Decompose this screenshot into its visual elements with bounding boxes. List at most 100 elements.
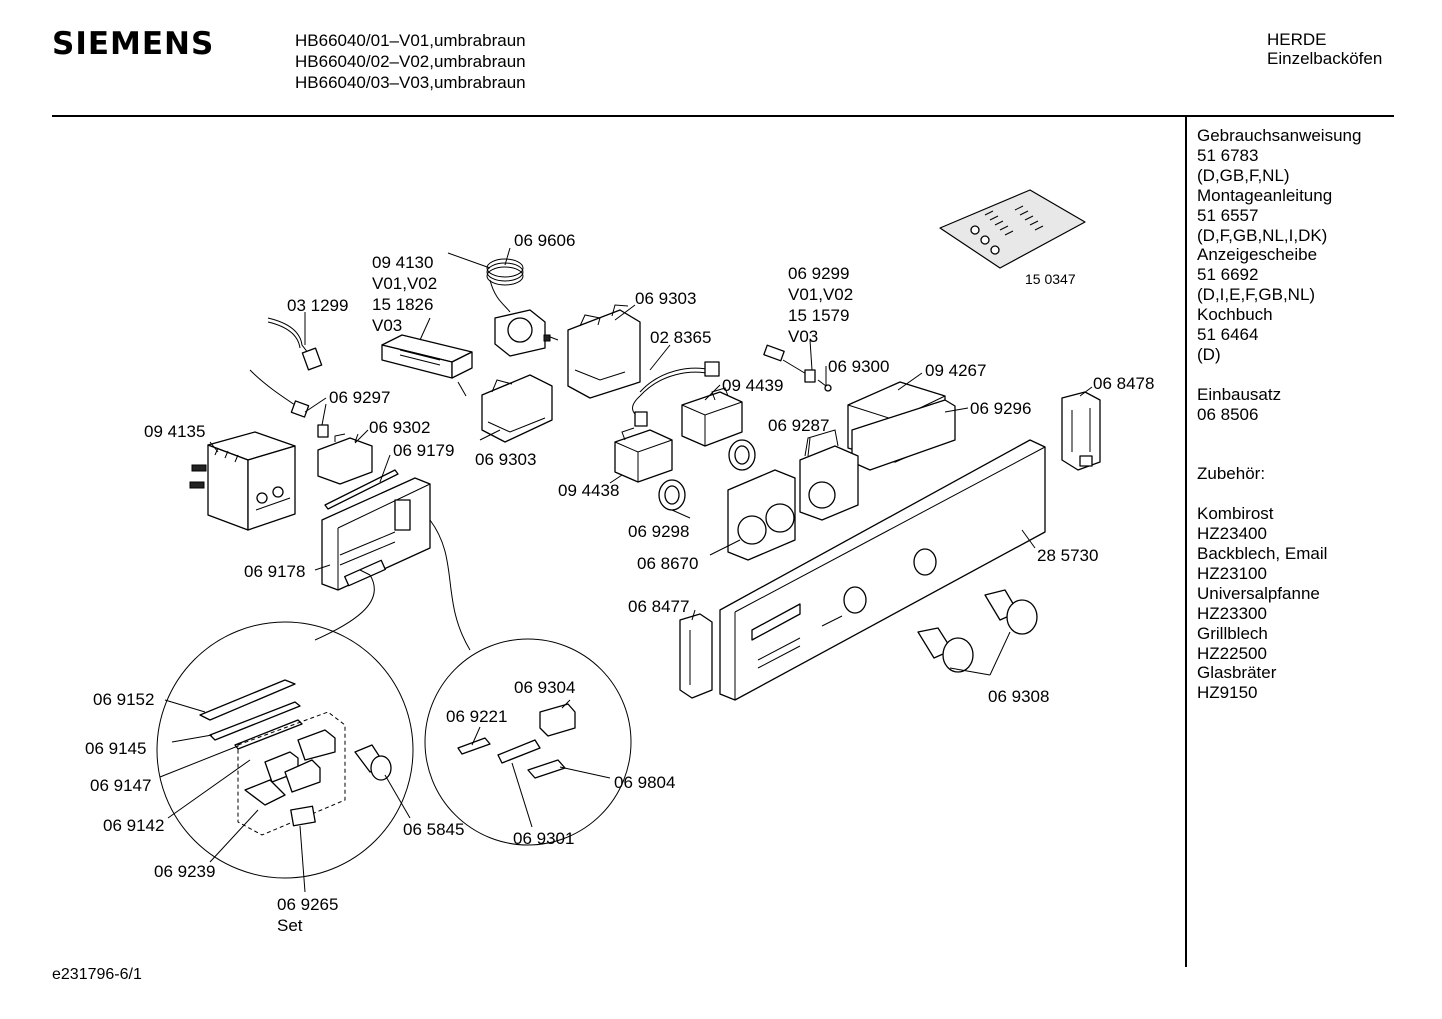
accessory-line: HZ23400 [1197,524,1267,544]
rod-069179-drawing [324,469,399,510]
side-bracket-068478-drawing [1061,391,1101,471]
control-board-069178-drawing [321,477,431,591]
part-variant-151579: V03 [788,327,818,346]
exploded-parts-diagram: 06 9606 09 4130 V01,V02 15 1826 V03 03 1… [85,189,1154,935]
part-label-028365: 02 8365 [650,328,711,347]
category-subtitle: Einzelbacköfen [1267,49,1383,68]
part-label-069300: 06 9300 [828,357,889,376]
header-divider [52,115,1394,117]
part-label-068478: 06 8478 [1093,374,1154,393]
part-label-069303-upper: 06 9303 [635,289,696,308]
accessory-line: HZ23300 [1197,603,1267,623]
part-label-069298: 06 9298 [628,522,689,541]
zubehoer-title: Zubehör: [1197,464,1266,484]
category-title: HERDE [1267,30,1327,49]
part-label-285730: 28 5730 [1037,546,1098,565]
part-label-094438: 09 4438 [558,481,619,500]
doc-line: Anzeigescheibe [1197,245,1318,265]
model-line: HB66040/02–V02,umbrabraun [295,52,526,71]
part-label-069606: 06 9606 [514,231,575,250]
part-label-069297: 06 9297 [329,388,390,407]
button-frame-068670-drawing [727,469,796,561]
model-line: HB66040/03–V03,umbrabraun [295,73,526,92]
clip-069297-drawing [249,369,329,438]
button-set-069265-drawing [237,711,346,836]
doc-line: (D,F,GB,NL,I,DK) [1197,225,1328,245]
detail-circle-left [156,569,414,879]
strip-069145-drawing [209,701,301,741]
part-label-069308: 06 9308 [988,687,1049,706]
doc-line: 51 6783 [1197,145,1259,165]
part-label-069804: 06 9804 [614,773,675,792]
einbausatz-title: Einbausatz [1197,384,1282,404]
screw-bag-drawing [939,189,1086,269]
part-label-069296: 06 9296 [970,399,1031,418]
switch-069304-drawing [539,703,576,737]
side-bracket-068477-drawing [679,613,713,699]
part-label-094130: 09 4130 [372,253,433,272]
part-label-150347: 15 0347 [1025,271,1076,287]
part-label-068477: 06 8477 [628,597,689,616]
button-frame-069287-drawing [799,429,859,521]
sidebar-divider [1185,115,1187,967]
cable-031299-drawing [267,317,323,371]
doc-line: Kochbuch [1197,305,1273,325]
doc-line: 51 6692 [1197,265,1259,285]
model-line: HB66040/01–V01,umbrabraun [295,31,526,50]
bracket-069303-upper-drawing [567,304,641,399]
control-knob-069308-b-drawing [917,627,974,673]
doc-line: 51 6557 [1197,205,1259,225]
accessory-line: Grillblech [1197,623,1268,643]
sidebar: Gebrauchsanweisung 51 6783 (D,GB,F,NL) M… [1197,126,1361,703]
thermostat-drawing [494,309,559,357]
doc-line: (D,I,E,F,GB,NL) [1197,285,1316,305]
detail-circle-right [424,519,632,846]
part-label-031299: 03 1299 [287,296,348,315]
part-label-068670: 06 8670 [637,554,698,573]
part-label-069147: 06 9147 [90,776,151,795]
knob-insert-069298-drawing [658,439,756,511]
cover-069804-drawing [527,759,566,779]
doc-line: Gebrauchsanweisung [1197,126,1362,145]
relay-094438-drawing [614,427,673,483]
document-id: e231796-6/1 [52,966,142,983]
strip-069152-drawing [199,679,296,721]
wire-harness-028365-drawing [632,361,720,427]
einbausatz-number: 06 8506 [1197,404,1259,424]
part-label-094439: 09 4439 [722,376,783,395]
accessory-line: HZ23100 [1197,563,1267,583]
fascia-panel-285730-drawing [719,439,1046,701]
part-label-069142: 06 9142 [103,816,164,835]
part-variant-094130: V01,V02 [372,274,437,293]
part-label-069302: 06 9302 [369,418,430,437]
bracket-069303-lower-drawing [481,374,553,443]
leader-lines [159,247,1093,893]
part-label-069287: 06 9287 [768,416,829,435]
part-label-069304: 06 9304 [514,678,575,697]
category-block: HERDE Einzelbacköfen [1267,30,1382,68]
part-label-069152: 06 9152 [93,690,154,709]
part-label-069179: 06 9179 [393,441,454,460]
part-label-151579: 15 1579 [788,306,849,325]
doc-line: (D) [1197,344,1221,364]
accessory-line: HZ22500 [1197,643,1267,663]
connector-069299-drawing [763,344,832,392]
part-variant-151826: V03 [372,316,402,335]
knob-065845-drawing [354,744,392,781]
doc-line: (D,GB,F,NL) [1197,165,1290,185]
part-label-094267: 09 4267 [925,361,986,380]
capillary-coil-drawing [447,252,524,313]
siemens-logo: SIEMENS [52,26,215,62]
control-knob-069308-a-drawing [984,589,1038,635]
part-label-069178: 06 9178 [244,562,305,581]
accessory-line: Backblech, Email [1197,543,1328,563]
part-label-069301: 06 9301 [513,829,574,848]
part-label-094135: 09 4135 [144,422,205,441]
timer-module-094135-drawing [189,431,296,531]
part-variant-069299: V01,V02 [788,285,853,304]
part-label-069303-lower: 06 9303 [475,450,536,469]
accessory-line: HZ9150 [1197,683,1258,703]
socket-069302-drawing [317,433,373,485]
doc-line: Montageanleitung [1197,185,1333,205]
accessory-line: Kombirost [1197,504,1274,524]
